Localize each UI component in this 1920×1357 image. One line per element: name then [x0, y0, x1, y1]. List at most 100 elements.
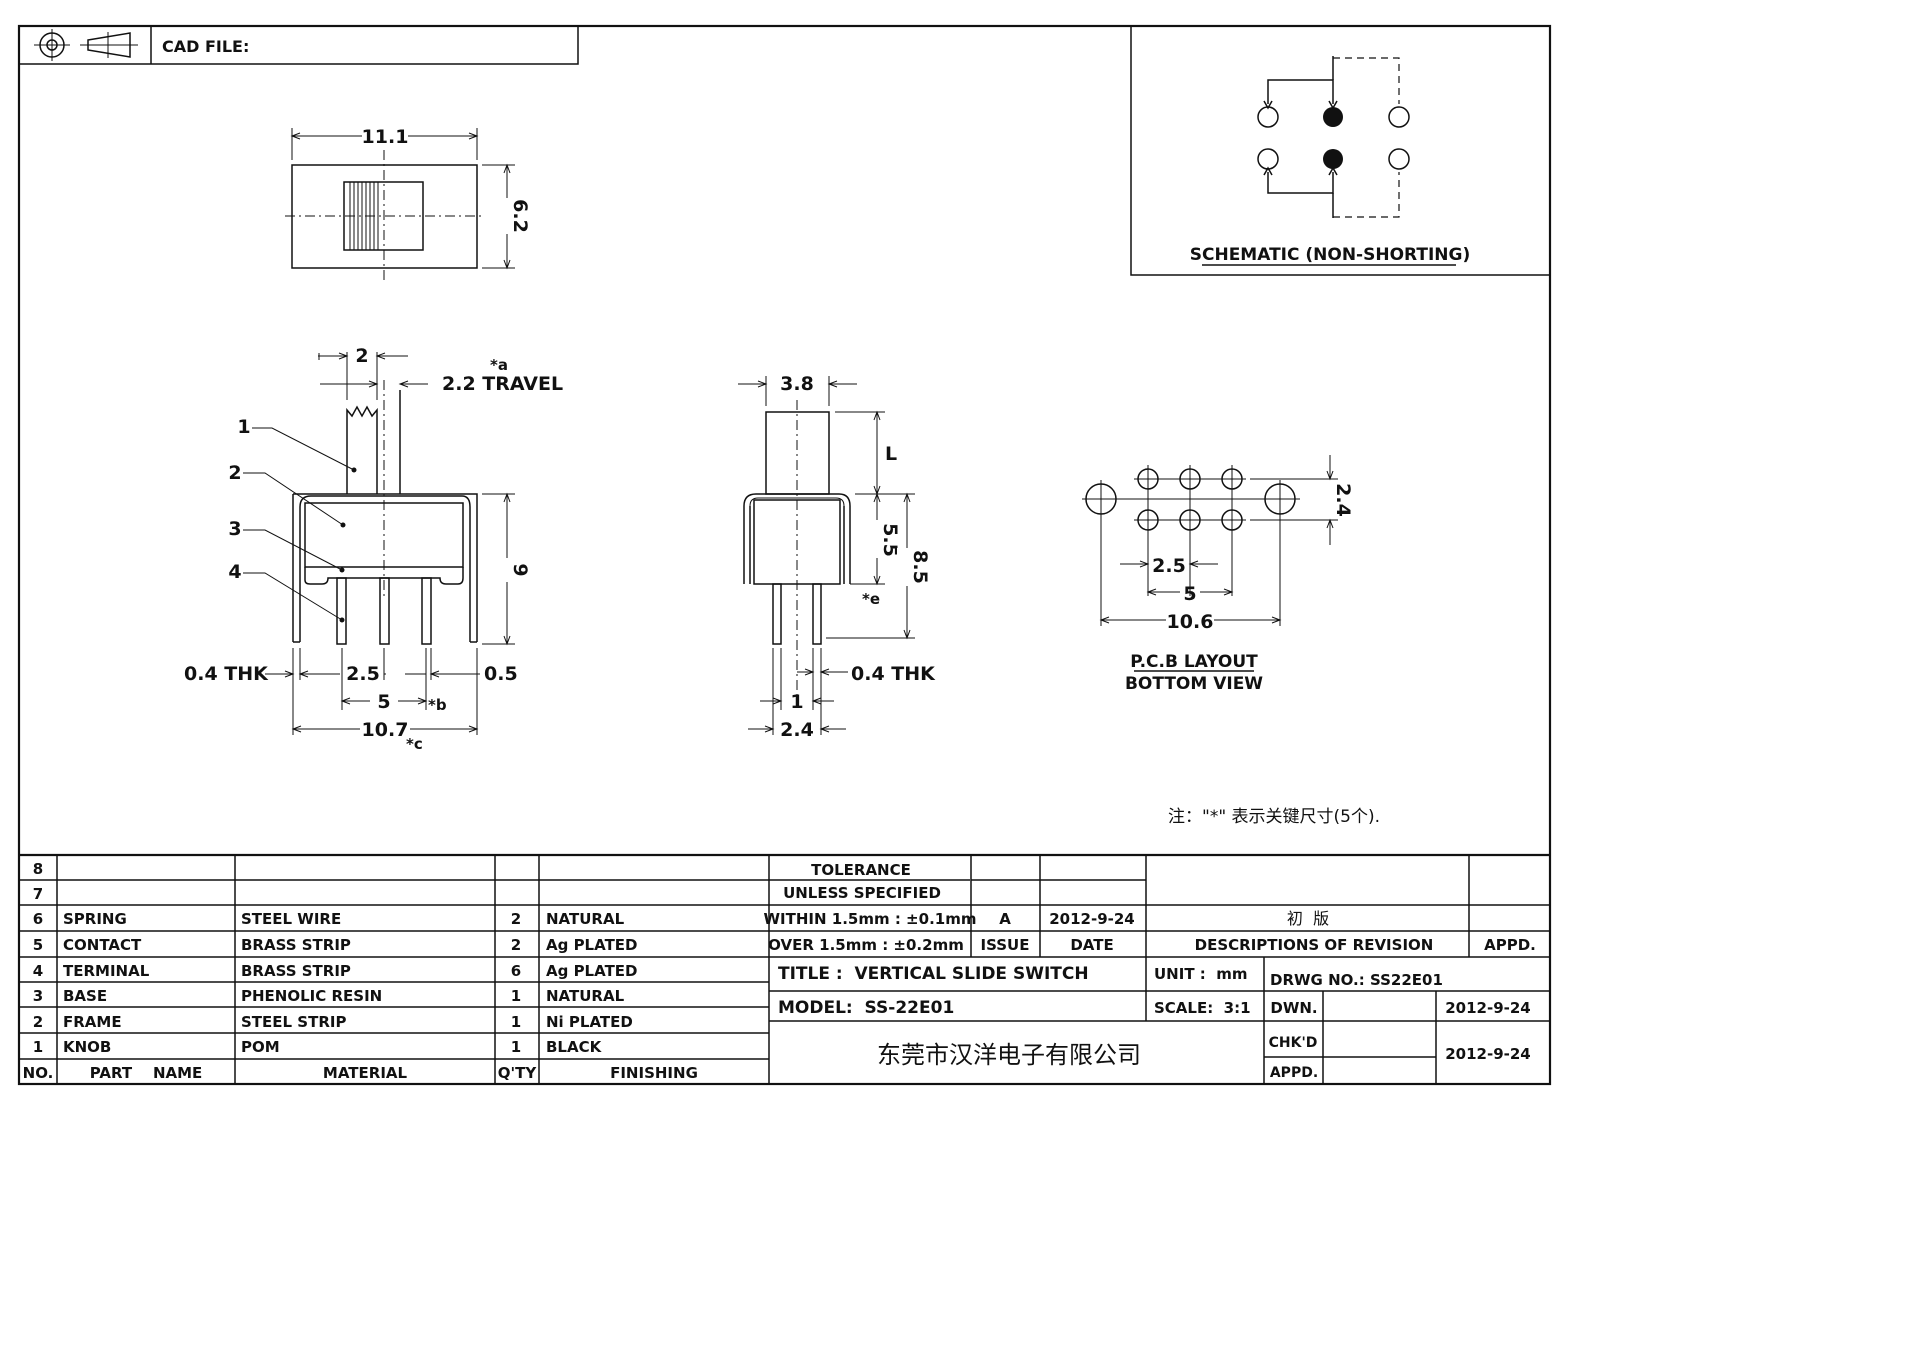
appd-label: APPD. [1270, 1065, 1318, 1081]
knob-dim: 2 [355, 345, 368, 367]
svg-text:TERMINAL: TERMINAL [63, 962, 150, 980]
svg-text:PHENOLIC RESIN: PHENOLIC RESIN [241, 987, 382, 1005]
table-row: 5 CONTACT BRASS STRIP 2 Ag PLATED [33, 936, 638, 954]
bom-no-8: 8 [33, 860, 43, 878]
title-block-grid [19, 853, 1550, 1084]
revision-appd-label: APPD. [1484, 936, 1536, 954]
svg-text:5: 5 [33, 936, 43, 954]
svg-text:KNOB: KNOB [63, 1038, 111, 1056]
svg-text:2: 2 [33, 1013, 43, 1031]
tolerance-line-2: UNLESS SPECIFIED [783, 884, 941, 902]
bom-header-qty: Q'TY [498, 1064, 538, 1082]
side-view: 3.8 L 5.5 *e 8.5 0.4 THK 1 2.4 [738, 373, 936, 741]
callout-4: 4 [228, 561, 241, 583]
svg-text:BRASS STRIP: BRASS STRIP [241, 962, 351, 980]
svg-text:1: 1 [511, 987, 521, 1005]
callout-2: 2 [228, 462, 241, 484]
schematic-label: SCHEMATIC (NON-SHORTING) [1190, 245, 1470, 265]
svg-text:BASE: BASE [63, 987, 107, 1005]
bom-header-part: PART NAME [90, 1064, 203, 1082]
revision-block: TOLERANCE UNLESS SPECIFIED WITHIN 1.5mm … [764, 861, 1536, 954]
schematic-box: SCHEMATIC (NON-SHORTING) [1130, 26, 1550, 276]
key-dimension-note: 注："*" 表示关键尺寸(5个). [1168, 807, 1380, 827]
front-span-note: *b [428, 696, 447, 714]
side-pin-dim: 1 [790, 691, 803, 713]
chkd-label: CHK'D [1269, 1035, 1318, 1051]
svg-text:BLACK: BLACK [546, 1038, 603, 1056]
pcb-pitch-dim: 2.5 [1152, 555, 1186, 577]
dwn-date: 2012-9-24 [1445, 999, 1531, 1017]
top-view: 11.1 6.2 [285, 126, 531, 280]
svg-text:1: 1 [511, 1013, 521, 1031]
table-row: 1 KNOB POM 1 BLACK [33, 1038, 603, 1056]
side-span-dim: 2.4 [780, 719, 814, 741]
svg-text:2: 2 [511, 910, 521, 928]
bom-no-7: 7 [33, 885, 43, 903]
date-label: DATE [1070, 936, 1113, 954]
pcb-total-dim: 10.6 [1167, 611, 1214, 633]
side-l-dim: L [885, 443, 897, 465]
svg-text:Ag PLATED: Ag PLATED [546, 962, 638, 980]
header-box: CAD FILE: [19, 26, 579, 65]
model: MODEL: SS-22E01 [778, 998, 954, 1018]
top-height-dim: 6.2 [509, 199, 531, 233]
dwn-label: DWN. [1270, 999, 1317, 1017]
top-width-dim: 11.1 [362, 126, 409, 148]
side-thk-dim: 0.4 THK [851, 663, 936, 685]
pcb-span-dim: 5 [1183, 583, 1196, 605]
svg-text:Ag PLATED: Ag PLATED [546, 936, 638, 954]
svg-text:STEEL WIRE: STEEL WIRE [241, 910, 341, 928]
pcb-row-dim: 2.4 [1332, 483, 1354, 517]
svg-text:Ni PLATED: Ni PLATED [546, 1013, 633, 1031]
company-name: 东莞市汉洋电子有限公司 [877, 1041, 1141, 1069]
chkd-date: 2012-9-24 [1445, 1045, 1531, 1063]
descriptions-label: DESCRIPTIONS OF REVISION [1195, 936, 1434, 954]
svg-text:SPRING: SPRING [63, 910, 127, 928]
sheet-border [17, 24, 1552, 1086]
travel-dim: 2.2 TRAVEL [442, 373, 563, 395]
table-row: 3 BASE PHENOLIC RESIN 1 NATURAL [33, 987, 625, 1005]
table-row: 6 SPRING STEEL WIRE 2 NATURAL [33, 910, 625, 928]
callout-1: 1 [237, 416, 250, 438]
side-height-dim: 8.5 [909, 550, 931, 584]
title-block: TITLE : VERTICAL SLIDE SWITCH UNIT : mm … [778, 964, 1531, 1081]
svg-text:STEEL STRIP: STEEL STRIP [241, 1013, 346, 1031]
side-e-note: *e [862, 590, 880, 608]
svg-text:6: 6 [511, 962, 521, 980]
travel-note: *a [490, 356, 508, 374]
tolerance-within: WITHIN 1.5mm : ±0.1mm [764, 910, 977, 928]
pcb-layout: 2.4 2.5 5 10.6 P.C.B LAYOUT BOTTOM VIEW [1082, 455, 1354, 694]
bom-header-material: MATERIAL [323, 1064, 408, 1082]
drawing-sheet: CAD FILE: SCHEMATIC (NON-SHORTING) [17, 24, 1552, 1086]
svg-text:1: 1 [511, 1038, 521, 1056]
scale: SCALE: 3:1 [1154, 999, 1251, 1017]
svg-text:NATURAL: NATURAL [546, 987, 625, 1005]
svg-text:3: 3 [33, 987, 43, 1005]
svg-text:1: 1 [33, 1038, 43, 1056]
svg-text:FRAME: FRAME [63, 1013, 122, 1031]
front-total-dim: 10.7 [362, 719, 409, 741]
front-height-dim: 9 [509, 563, 531, 576]
bom-table: 8 7 6 SPRING STEEL WIRE 2 NATURAL 5 CONT… [23, 860, 698, 1082]
revision-date: 2012-9-24 [1049, 910, 1135, 928]
svg-text:6: 6 [33, 910, 43, 928]
unit: UNIT : mm [1154, 965, 1247, 983]
svg-text:4: 4 [33, 962, 43, 980]
front-pin-dim: 0.5 [484, 663, 518, 685]
svg-text:POM: POM [241, 1038, 280, 1056]
pcb-label-1: P.C.B LAYOUT [1130, 652, 1258, 672]
table-row: 4 TERMINAL BRASS STRIP 6 Ag PLATED [33, 962, 638, 980]
bom-header-no: NO. [23, 1064, 54, 1082]
bom-header-finishing: FINISHING [610, 1064, 698, 1082]
projection-symbol-icon [34, 29, 138, 61]
side-knob-dim: 3.8 [780, 373, 814, 395]
drawing-title: TITLE : VERTICAL SLIDE SWITCH [778, 964, 1089, 984]
front-view: 2 2.2 TRAVEL *a 1 2 3 4 9 0.4 THK 2.5 [184, 345, 563, 753]
callout-3: 3 [228, 518, 241, 540]
svg-text:CONTACT: CONTACT [63, 936, 142, 954]
issue-label: ISSUE [981, 936, 1030, 954]
drawing-number: DRWG NO.: SS22E01 [1270, 971, 1443, 989]
revision-issue: A [999, 910, 1011, 928]
tolerance-over: OVER 1.5mm : ±0.2mm [768, 936, 964, 954]
front-thk-dim: 0.4 THK [184, 663, 269, 685]
